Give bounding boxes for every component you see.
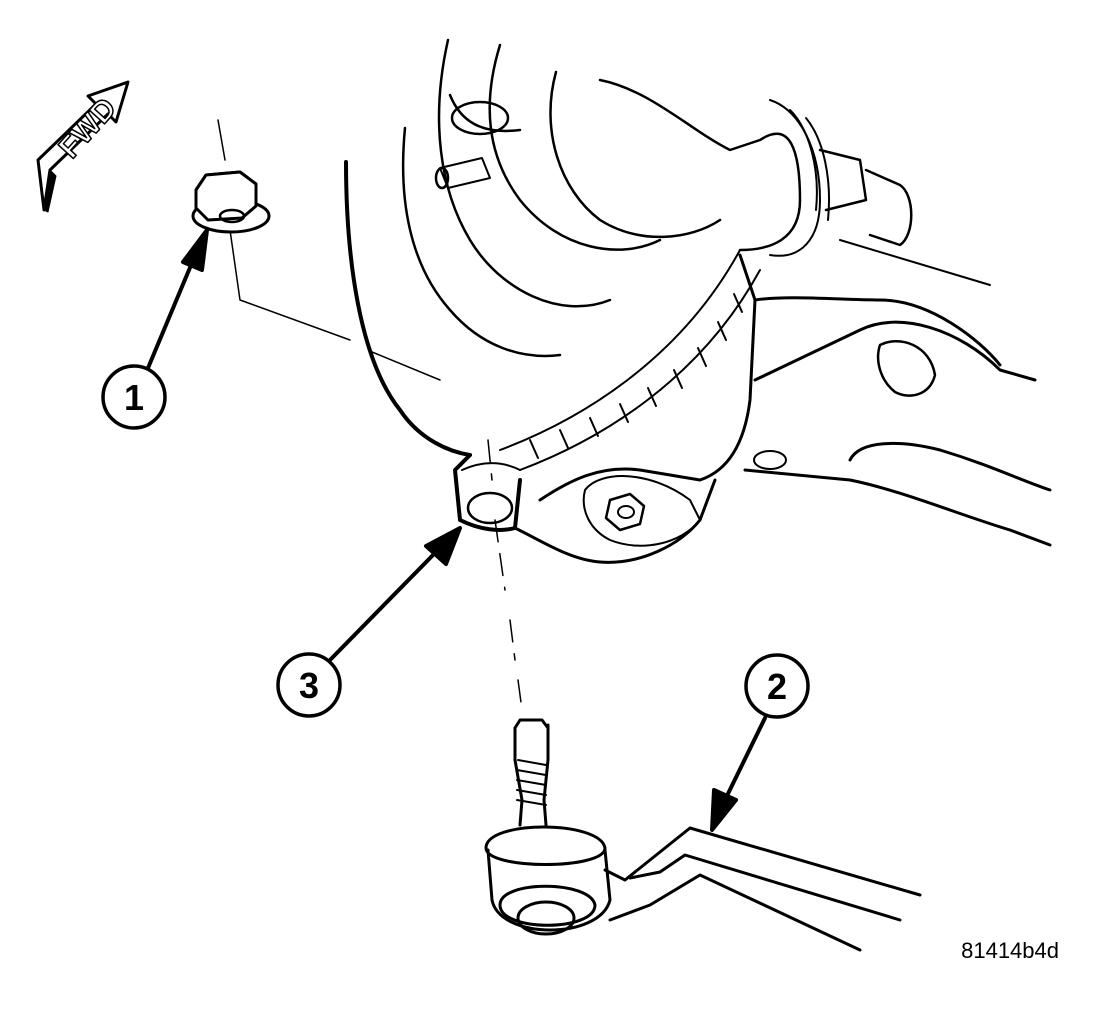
rotor-hub-assembly (344, 38, 991, 564)
leader-arrow-2 (720, 716, 767, 808)
tie-rod-end (484, 718, 922, 952)
leader-arrow-1 (146, 256, 196, 370)
callout-1-label: 1 (124, 377, 144, 418)
figure-id-label: 81414b4d (961, 938, 1059, 963)
leader-arrowhead-1 (181, 228, 209, 272)
flange-nut (191, 170, 271, 234)
leader-arrows (146, 228, 767, 832)
leader-arrowhead-3 (424, 526, 462, 566)
callout-1: 1 (101, 364, 167, 430)
leader-arrow-3 (328, 550, 438, 662)
callout-3-label: 3 (299, 665, 319, 706)
alignment-guide-lines (217, 119, 523, 711)
fwd-arrow: FWD (36, 80, 130, 213)
leader-arrowhead-2 (710, 788, 738, 832)
lower-control-arm (743, 296, 1052, 547)
callout-2-label: 2 (767, 666, 787, 707)
callout-2: 2 (744, 653, 810, 719)
callout-3: 3 (276, 652, 342, 718)
